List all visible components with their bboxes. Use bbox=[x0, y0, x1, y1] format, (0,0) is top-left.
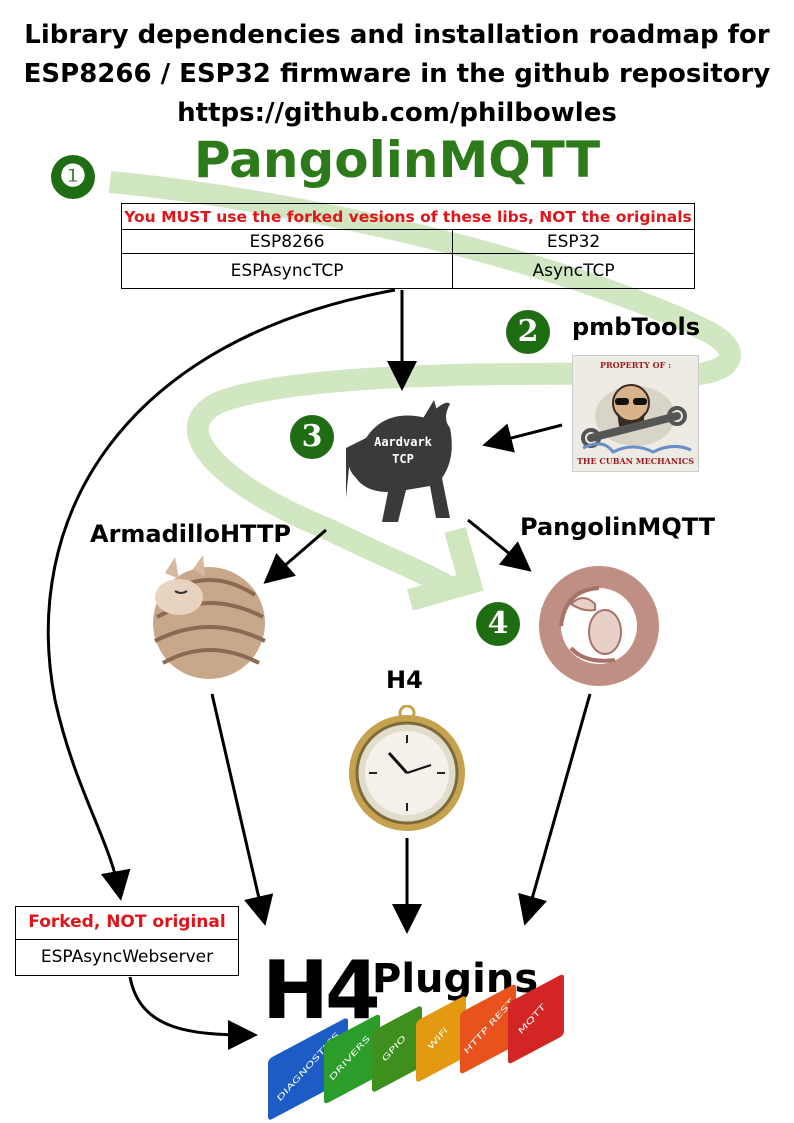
pmbtools-logo: PROPERTY OF : THE CUBAN MECHANICS bbox=[572, 355, 699, 472]
pangolin-icon bbox=[539, 566, 659, 686]
stamp-top-text: PROPERTY OF : bbox=[599, 360, 672, 370]
espasyncwebserver-box: Forked, NOT original ESPAsyncWebserver bbox=[15, 906, 239, 976]
pangolin-label: PangolinMQTT bbox=[520, 513, 716, 541]
h4plugins-big-h4: H4 bbox=[262, 944, 381, 1037]
step-1-marker: ❶ bbox=[51, 155, 95, 199]
repo-url[interactable]: https://github.com/philbowles bbox=[177, 98, 617, 128]
forked-libs-table: You MUST use the forked vesions of these… bbox=[120, 203, 695, 289]
arrow-aardvark-to-pangolin bbox=[467, 518, 532, 572]
step-2-marker: 2 bbox=[506, 310, 550, 354]
brick-drivers-label: DRIVERS bbox=[328, 1034, 372, 1084]
brick-gpio-label: GPIO bbox=[380, 1033, 408, 1065]
espasynctcp-lib: ESPAsyncTCP bbox=[120, 253, 454, 289]
aardvark-label-1: Aardvark bbox=[374, 435, 432, 449]
arrow-pmbtools-to-aardvark bbox=[482, 423, 563, 453]
brick-wifi-label: WiFi bbox=[426, 1026, 450, 1053]
h4-label: H4 bbox=[386, 666, 423, 694]
big-title-pangolinmqtt: PangolinMQTT bbox=[193, 131, 601, 189]
espasyncwebserver-lib: ESPAsyncWebserver bbox=[40, 947, 214, 967]
aardvark-label-2: TCP bbox=[392, 452, 414, 466]
roadmap-arrowhead bbox=[407, 527, 484, 611]
clock-icon bbox=[349, 705, 465, 831]
forked-box-header: Forked, NOT original bbox=[16, 907, 238, 940]
arrow-table-to-webserver bbox=[46, 288, 396, 901]
brick-mqtt-label: MQTT bbox=[517, 1002, 548, 1037]
arrow-armadillo-to-plugins bbox=[210, 693, 274, 926]
armadillo-icon bbox=[153, 555, 266, 679]
forked-warning: You MUST use the forked vesions of these… bbox=[121, 203, 695, 230]
arrow-pangolin-to-plugins bbox=[518, 693, 592, 926]
armadillo-label: ArmadilloHTTP bbox=[90, 520, 291, 548]
mechanic-icon bbox=[581, 384, 692, 454]
title-line-2: ESP8266 / ESP32 firmware in the github r… bbox=[23, 59, 771, 89]
step-4-marker: 4 bbox=[476, 602, 520, 646]
esp8266-header: ESP8266 bbox=[120, 229, 454, 254]
plugin-bricks: DIAGNOSTICS DRIVERS GPIO WiFi HTTP REST … bbox=[268, 973, 578, 1122]
brick-wifi: WiFi bbox=[416, 994, 466, 1084]
asynctcp-lib: AsyncTCP bbox=[452, 253, 695, 289]
esp32-header: ESP32 bbox=[452, 229, 695, 254]
arrow-webserver-to-plugins bbox=[128, 976, 258, 1050]
stamp-bottom-text: THE CUBAN MECHANICS bbox=[576, 456, 695, 466]
title-line-1: Library dependencies and installation ro… bbox=[24, 20, 770, 50]
pmbtools-label: pmbTools bbox=[572, 313, 701, 341]
arrow-aardvark-to-armadillo bbox=[263, 528, 327, 584]
step-3-marker: 3 bbox=[290, 415, 334, 459]
aardvark-icon bbox=[346, 400, 452, 522]
